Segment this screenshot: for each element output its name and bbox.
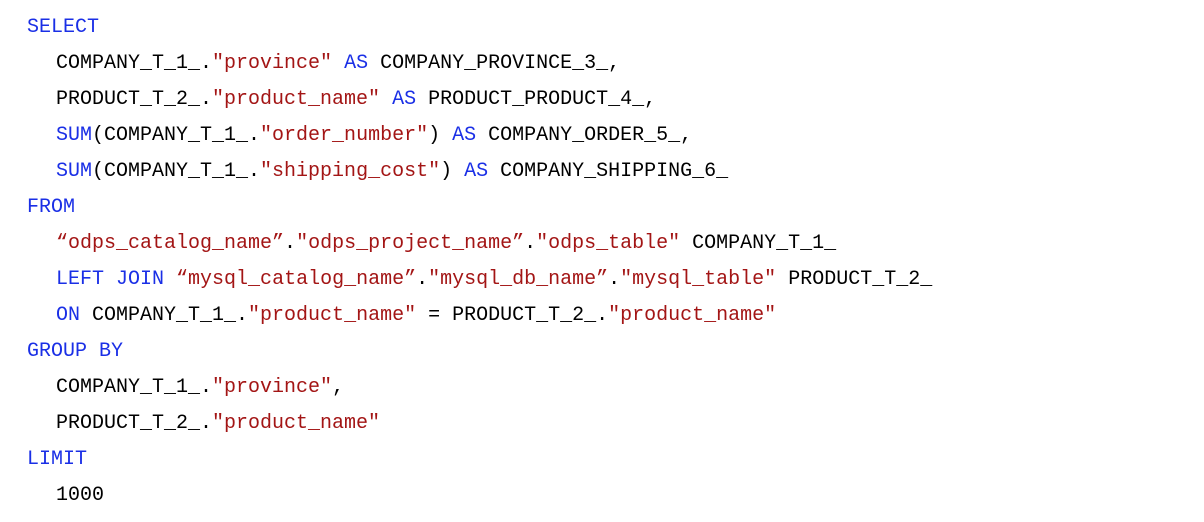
- sql-identifier: COMPANY_PROVINCE_3_,: [368, 52, 621, 75]
- sql-string-literal: "province": [212, 52, 333, 75]
- sql-identifier: [332, 52, 344, 75]
- code-line: SUM(COMPANY_T_1_."shipping_cost") AS COM…: [27, 154, 932, 190]
- sql-string-literal: "mysql_table": [620, 268, 777, 291]
- sql-identifier: (COMPANY_T_1_.: [92, 160, 261, 183]
- sql-identifier: .: [416, 268, 429, 291]
- sql-string-literal: "product_name": [212, 88, 381, 111]
- sql-identifier: ,: [332, 376, 345, 399]
- sql-keyword: SUM: [56, 124, 93, 147]
- code-line: LEFT JOIN “mysql_catalog_name”."mysql_db…: [27, 262, 932, 298]
- sql-keyword: LIMIT: [27, 448, 88, 471]
- sql-identifier: [380, 88, 392, 111]
- sql-identifier: .: [284, 232, 297, 255]
- sql-string-literal: “mysql_catalog_name”: [176, 268, 417, 291]
- sql-string-literal: "odps_table": [536, 232, 681, 255]
- sql-string-literal: "product_name": [248, 304, 417, 327]
- code-line: LIMIT: [27, 442, 932, 478]
- sql-identifier: ): [440, 160, 465, 183]
- sql-keyword: GROUP BY: [27, 340, 124, 363]
- sql-string-literal: "province": [212, 376, 333, 399]
- code-line: “odps_catalog_name”."odps_project_name”.…: [27, 226, 932, 262]
- sql-keyword: AS: [392, 88, 417, 111]
- sql-identifier: COMPANY_T_1_.: [56, 52, 213, 75]
- sql-string-literal: “odps_catalog_name”: [56, 232, 285, 255]
- sql-string-literal: "order_number": [260, 124, 429, 147]
- sql-string-literal: "mysql_db_name”: [428, 268, 609, 291]
- code-line: COMPANY_T_1_."province",: [27, 370, 932, 406]
- sql-keyword: FROM: [27, 196, 76, 219]
- sql-keyword: AS: [452, 124, 477, 147]
- sql-keyword: SUM: [56, 160, 93, 183]
- sql-keyword: AS: [344, 52, 369, 75]
- sql-string-literal: "shipping_cost": [260, 160, 441, 183]
- code-line: SUM(COMPANY_T_1_."order_number") AS COMP…: [27, 118, 932, 154]
- sql-identifier: [164, 268, 176, 291]
- sql-identifier: = PRODUCT_T_2_.: [416, 304, 609, 327]
- sql-identifier: PRODUCT_T_2_.: [56, 412, 213, 435]
- code-line: FROM: [27, 190, 932, 226]
- sql-identifier: COMPANY_ORDER_5_,: [476, 124, 693, 147]
- sql-keyword: ON: [56, 304, 81, 327]
- sql-keyword: SELECT: [27, 16, 100, 39]
- sql-identifier: PRODUCT_T_2_: [776, 268, 933, 291]
- code-line: 1000: [27, 478, 932, 514]
- code-line: ON COMPANY_T_1_."product_name" = PRODUCT…: [27, 298, 932, 334]
- sql-string-literal: "product_name": [212, 412, 381, 435]
- code-line: PRODUCT_T_2_."product_name" AS PRODUCT_P…: [27, 82, 932, 118]
- sql-keyword: LEFT JOIN: [56, 268, 165, 291]
- code-line: PRODUCT_T_2_."product_name": [27, 406, 932, 442]
- code-line: COMPANY_T_1_."province" AS COMPANY_PROVI…: [27, 46, 932, 82]
- sql-identifier: (COMPANY_T_1_.: [92, 124, 261, 147]
- sql-identifier: PRODUCT_T_2_.: [56, 88, 213, 111]
- sql-string-literal: "product_name": [608, 304, 777, 327]
- sql-identifier: COMPANY_SHIPPING_6_: [488, 160, 729, 183]
- sql-identifier: PRODUCT_PRODUCT_4_,: [416, 88, 657, 111]
- sql-string-literal: "odps_project_name”: [296, 232, 525, 255]
- code-line: GROUP BY: [27, 334, 932, 370]
- sql-identifier: COMPANY_T_1_.: [80, 304, 249, 327]
- code-line: SELECT: [27, 10, 932, 46]
- sql-keyword: AS: [464, 160, 489, 183]
- sql-identifier: 1000: [56, 484, 105, 507]
- sql-identifier: COMPANY_T_1_.: [56, 376, 213, 399]
- sql-identifier: ): [428, 124, 453, 147]
- sql-identifier: .: [608, 268, 621, 291]
- sql-identifier: COMPANY_T_1_: [680, 232, 837, 255]
- sql-identifier: .: [524, 232, 537, 255]
